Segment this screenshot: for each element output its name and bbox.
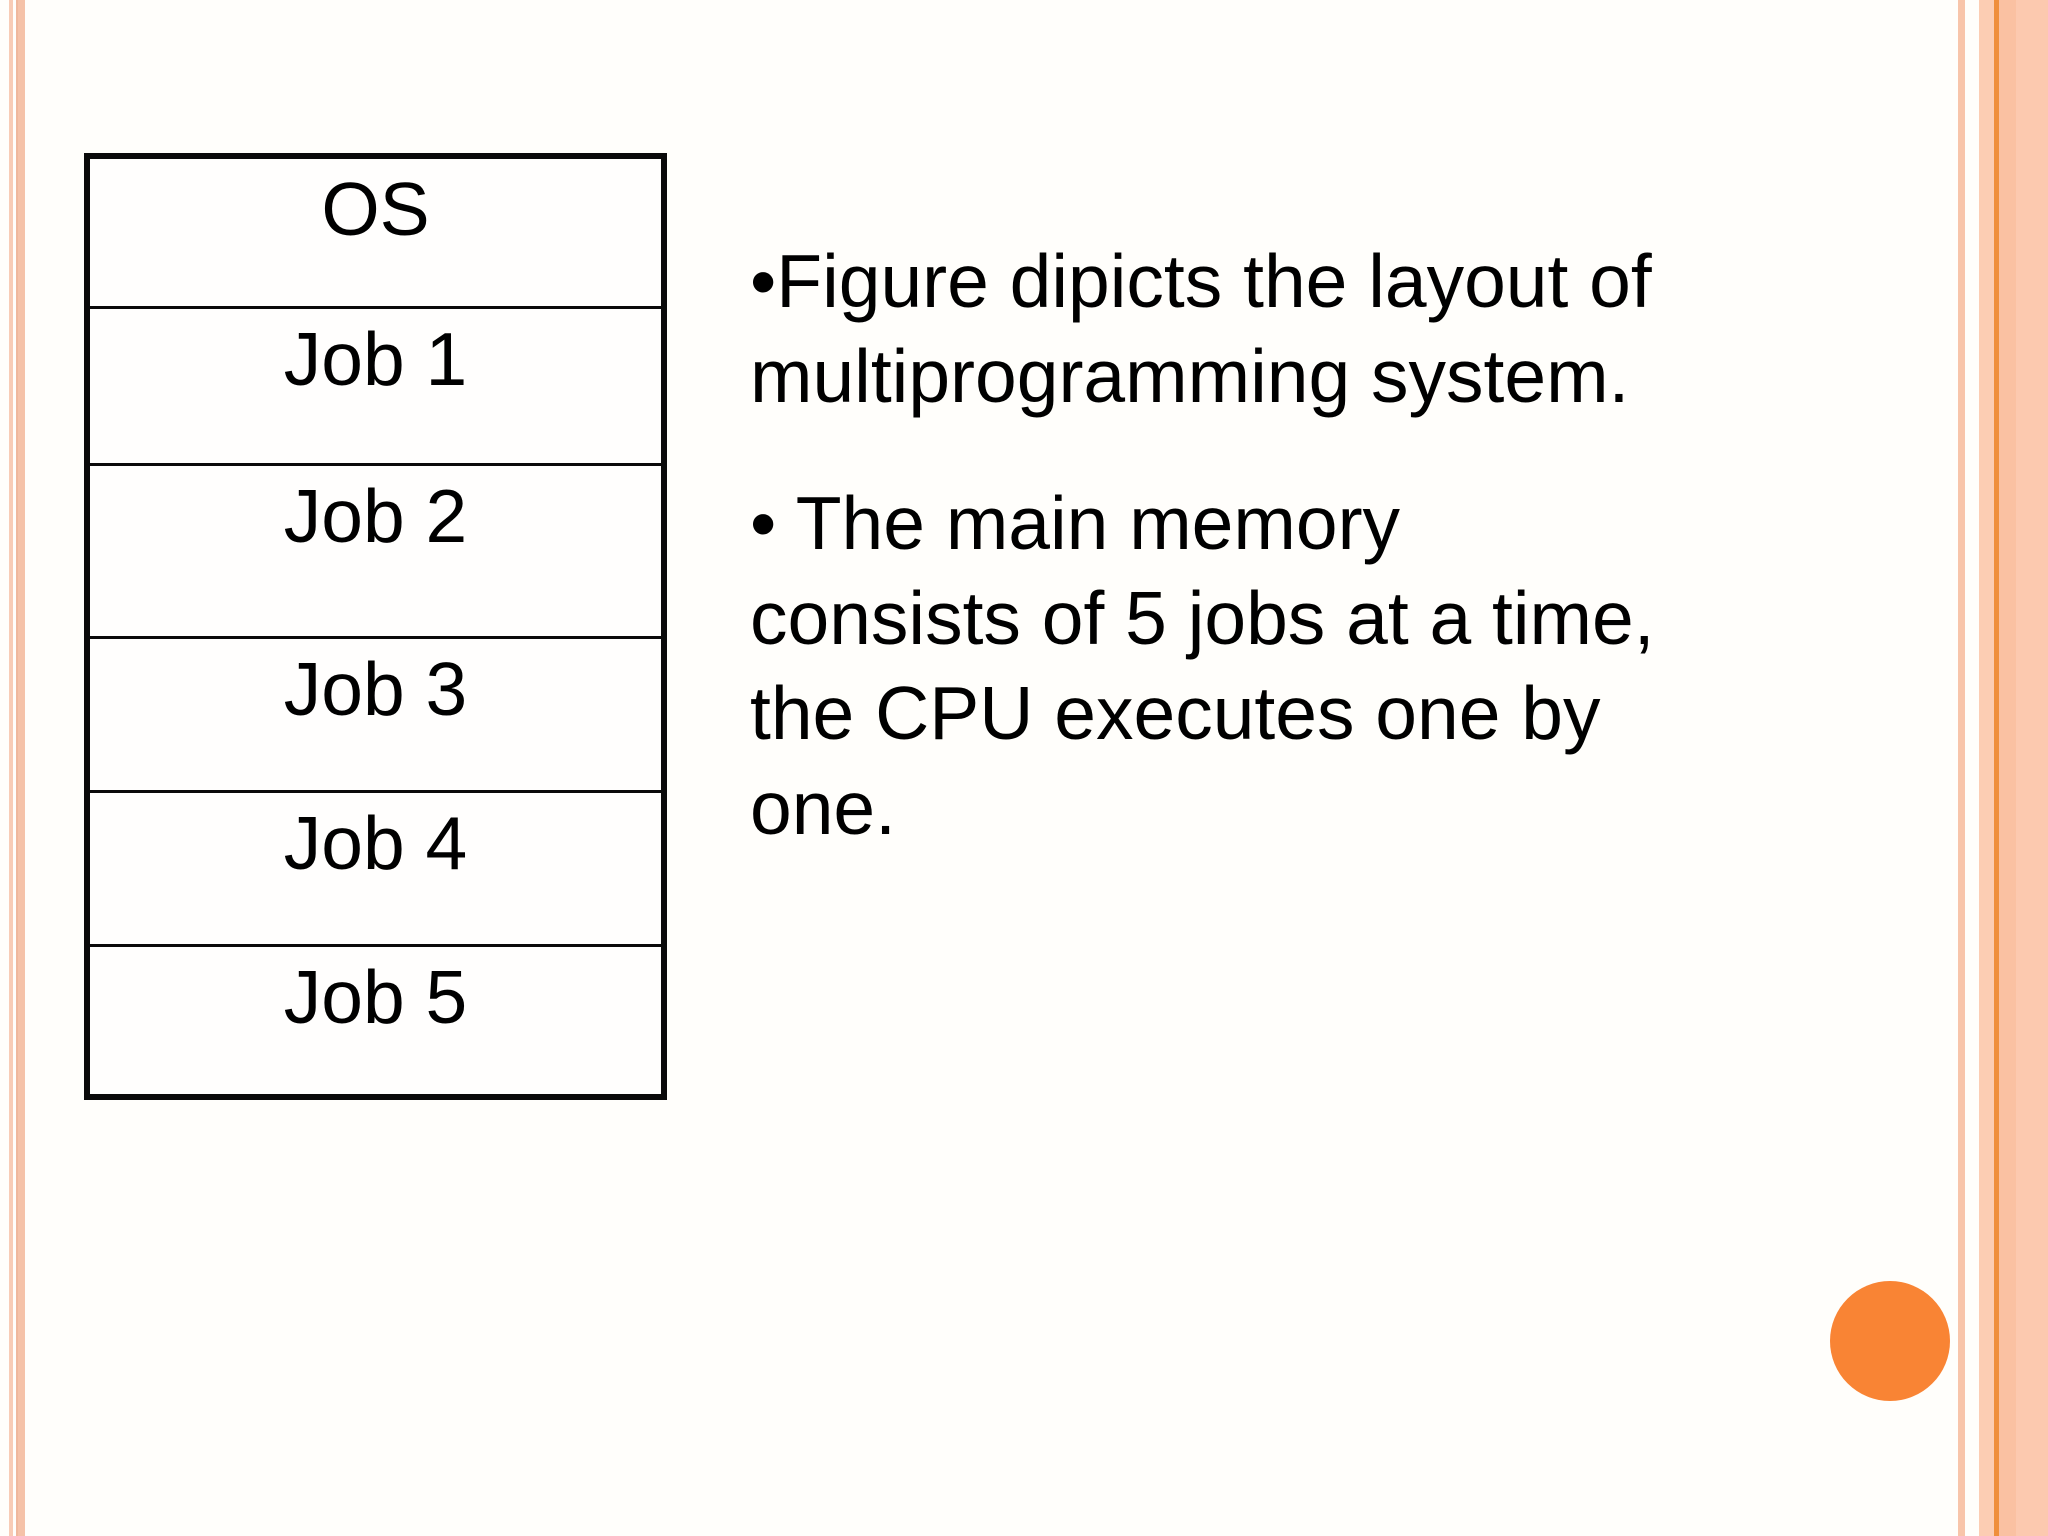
bullet-text-line: multiprogramming system. <box>750 334 1630 418</box>
memory-cell-label: Job 1 <box>283 317 468 401</box>
orange-circle-decoration <box>1830 1281 1950 1401</box>
memory-cell-label: Job 3 <box>283 647 468 731</box>
left-border-stripes-decoration <box>0 0 30 1536</box>
bullet-text-line: consists of 5 jobs at a time, <box>750 576 1655 660</box>
memory-cell-job4: Job 4 <box>90 790 661 944</box>
memory-cell-label: Job 5 <box>283 955 468 1039</box>
memory-cell-os: OS <box>90 159 661 306</box>
right-border-stripes-decoration <box>1950 0 2048 1536</box>
bullet-paragraph-figure: •Figure dipicts the layout of multiprogr… <box>750 234 1770 424</box>
slide-body-text: •Figure dipicts the layout of multiprogr… <box>750 234 1770 856</box>
memory-layout-diagram: OS Job 1 Job 2 Job 3 Job 4 Job 5 <box>84 153 667 1100</box>
memory-cell-job1: Job 1 <box>90 306 661 463</box>
bullet-text-line: the CPU executes one by <box>750 671 1601 755</box>
bullet-paragraph-main-memory: • The main memory consists of 5 jobs at … <box>750 476 1770 856</box>
bullet-text-line: • The main memory <box>750 481 1401 565</box>
memory-cell-job3: Job 3 <box>90 636 661 790</box>
memory-cell-label: OS <box>321 167 430 251</box>
memory-cell-label: Job 2 <box>283 474 468 558</box>
bullet-text-line: •Figure dipicts the layout of <box>750 239 1652 323</box>
bullet-text-line: one. <box>750 766 896 850</box>
memory-cell-job5: Job 5 <box>90 944 661 1094</box>
memory-cell-label: Job 4 <box>283 801 468 885</box>
memory-cell-job2: Job 2 <box>90 463 661 636</box>
